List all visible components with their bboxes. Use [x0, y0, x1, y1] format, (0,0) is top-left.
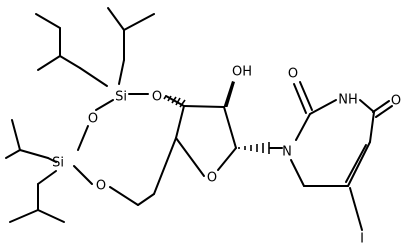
stereo-bonds	[163, 81, 270, 154]
isopropyl-groups	[5, 7, 155, 223]
atom-o-c2: O	[288, 67, 298, 82]
atom-oh: OH	[232, 65, 252, 80]
atom-o-si-left: O	[88, 112, 98, 127]
atom-n1: N	[282, 145, 292, 160]
atom-labels: Si Si O O O O OH N NH O O I	[52, 65, 401, 247]
pyrimidine-ring	[269, 99, 375, 187]
substituents	[293, 81, 393, 231]
furanose-ring	[137, 105, 237, 206]
wedge-bond-oh	[223, 81, 235, 107]
atom-o-c4: O	[391, 94, 401, 109]
atom-si-top: Si	[115, 90, 127, 105]
atom-si-bottom: Si	[52, 156, 64, 171]
atom-iodo: I	[360, 232, 364, 247]
atom-n3-h: NH	[338, 93, 358, 108]
atom-o-ring: O	[207, 171, 217, 186]
atom-o-si-top-right: O	[152, 90, 162, 105]
atom-o-si-bottom-right: O	[96, 179, 106, 194]
